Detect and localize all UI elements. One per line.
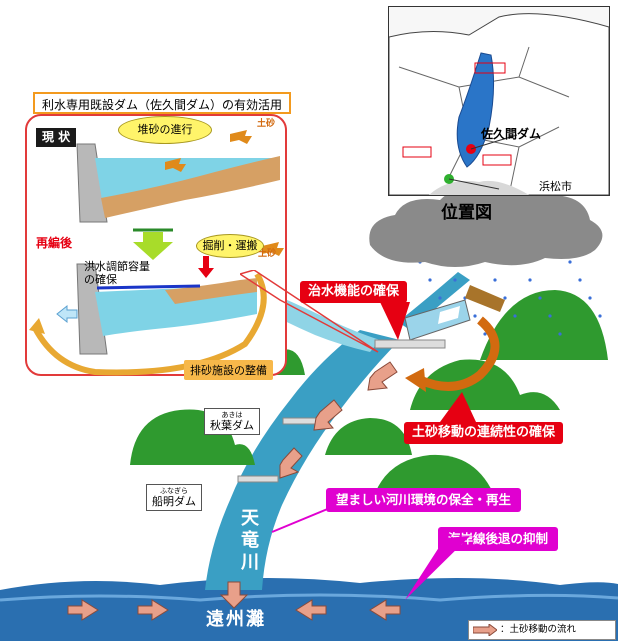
funagira-dam-label: 船明ダム [152, 495, 196, 508]
sediment-label-top: 土砂 [257, 119, 276, 129]
current-state-tag: 現 状 [36, 128, 77, 147]
sediment-flow-arrows [67, 361, 401, 621]
sediment-progress-text: 堆砂の進行 [137, 123, 193, 136]
flood-capacity-line2: の確保 [84, 273, 117, 286]
hill-2 [480, 290, 608, 360]
hill-3 [410, 359, 560, 410]
bypass-facility-label: 排砂施設の整備 [184, 360, 273, 380]
current-sediment [101, 156, 280, 218]
river-name: 天 竜 川 [238, 508, 262, 574]
flood-capacity-line1: 洪水調節容量 [84, 260, 150, 273]
funagira-ruby: ふなぎら [160, 487, 188, 495]
reorg-dam-body [76, 263, 108, 355]
sediment-circular-arrow [418, 316, 500, 391]
hamamatsu-label: 浜松市 [539, 180, 572, 193]
tenryu-river [205, 330, 400, 590]
flood-control-pointer [380, 302, 410, 340]
env-pointers [271, 507, 470, 600]
river-environment-tag: 望ましい河川環境の保全・再生 [326, 488, 522, 512]
akiha-ruby: あきは [221, 411, 243, 419]
hill-5 [325, 418, 412, 455]
current-dam-body [76, 143, 108, 223]
sakuma-dam-label: 佐久間ダム [481, 127, 542, 141]
reservoir-shape [456, 52, 495, 168]
transition-arrow [133, 232, 173, 260]
legend: ：土砂移動の流れ [468, 620, 616, 640]
sediment-continuity-tag: 土砂移動の連続性の確保 [404, 422, 564, 444]
excavation-text: 掘削・運搬 [202, 239, 258, 252]
sediment-label-bottom: 土砂 [258, 249, 277, 259]
reorganization-tag: 再編後 [36, 236, 73, 250]
legend-text: ：土砂移動の流れ [500, 624, 577, 635]
akiha-dam-callout: あきは 秋葉ダム [204, 408, 260, 435]
akiha-dam-label: 秋葉ダム [210, 419, 254, 432]
inset-diagram [29, 130, 284, 376]
flood-capacity-label: 洪水調節容量 の確保 [84, 260, 150, 286]
location-map: 佐久間ダム 浜松市 [388, 6, 610, 196]
sediment-progress-bubble: 堆砂の進行 [118, 116, 212, 144]
funagira-dam-bar [237, 475, 279, 483]
cloud [369, 185, 603, 267]
location-map-drawing [389, 13, 609, 195]
inset-title: 利水専用既設ダム（佐久間ダム）の有効活用 [33, 92, 291, 114]
legend-arrow-icon [472, 622, 498, 637]
sediment-continuity-pointer [440, 392, 476, 422]
excavation-bubble: 掘削・運搬 [196, 234, 264, 258]
river-name-char-1: 天 [241, 508, 259, 529]
funagira-dam-callout: ふなぎら 船明ダム [146, 484, 202, 511]
river-name-char-2: 竜 [241, 530, 259, 551]
flood-control-tag: 治水機能の確保 [300, 281, 408, 303]
river-name-char-3: 川 [241, 552, 259, 573]
location-map-caption: 位置図 [441, 203, 492, 223]
inset-callout-pointer [240, 270, 379, 353]
sea-name: 遠州灘 [206, 609, 266, 630]
flood-capacity-line [96, 284, 201, 290]
bypass-tunnel [32, 272, 267, 376]
